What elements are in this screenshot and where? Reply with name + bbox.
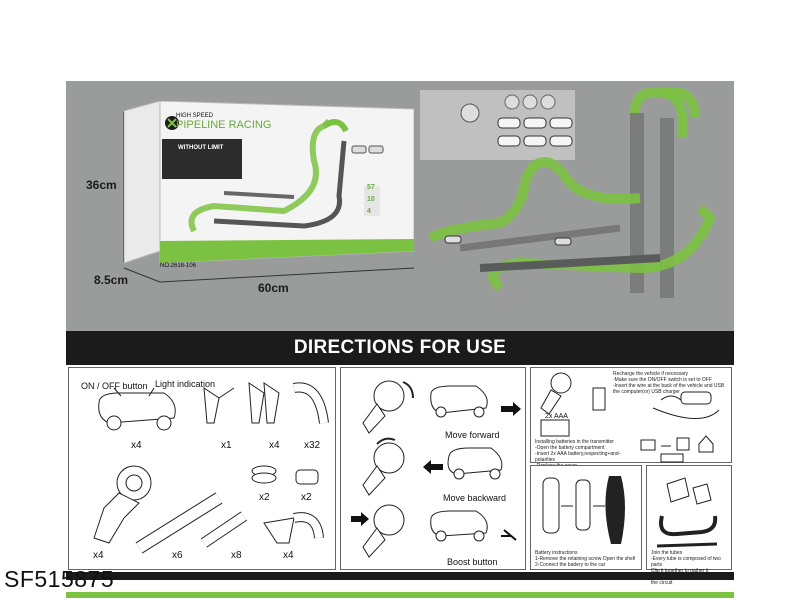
- parts-panel: ON / OFF button Light indication x4 x1 x…: [68, 367, 336, 570]
- box-count-57: 57: [367, 184, 375, 191]
- depth-dimension: 8.5cm: [94, 273, 129, 287]
- bottom-green-line: [66, 592, 734, 598]
- box-brand-main-2: RACING: [228, 119, 272, 131]
- long-tube-quantity: x6: [172, 550, 183, 561]
- move-backward-label: Move backward: [443, 493, 507, 503]
- remote-quantity: x4: [93, 550, 104, 561]
- recharge-text: Recharge the vehicle if necessary -Make …: [613, 371, 725, 395]
- box-model-number: NO.2618-106: [160, 263, 197, 269]
- clip-quantity: x1: [221, 440, 232, 451]
- car-quantity: x4: [131, 440, 142, 451]
- height-dimension: 36cm: [86, 178, 117, 192]
- cap-quantity: x2: [301, 492, 312, 503]
- product-code: SF515875: [4, 566, 115, 592]
- controls-illustration: [351, 380, 521, 558]
- box-count-4: 4: [367, 208, 371, 215]
- directions-header: DIRECTIONS FOR USE: [66, 331, 734, 365]
- connector-quantity: x4: [269, 440, 280, 451]
- battery-aaa-label: 2x AAA: [545, 413, 568, 420]
- funnel-quantity: x4: [283, 550, 294, 561]
- join-tubes-illustration: [656, 477, 718, 548]
- controls-panel: Move forward Move backward Boost button: [340, 367, 526, 570]
- move-forward-label: Move forward: [445, 430, 500, 440]
- light-indication-label: Light indication: [155, 379, 216, 389]
- box-brand-top: HIGH SPEED: [176, 113, 214, 119]
- battery-instructions-panel: Battery instructions 1-Remove the retain…: [530, 465, 642, 570]
- assembled-track-illustration: [420, 88, 716, 298]
- short-tube-quantity: x8: [231, 550, 242, 561]
- battery-illustration: [540, 372, 720, 463]
- bottom-black-bar: [66, 572, 734, 580]
- ring-quantity: x2: [259, 492, 270, 503]
- box-count-10: 10: [367, 196, 375, 203]
- on-off-button-label: ON / OFF button: [81, 381, 148, 391]
- product-box: [124, 101, 414, 264]
- battery-charging-panel: 2x AAA Installing batteries in the trans…: [530, 367, 732, 469]
- join-tubes-text: Join the tubes -Every tube is composed o…: [651, 550, 727, 586]
- car-battery-illustration: [542, 476, 625, 544]
- box-brand-main: PIPELINE RACING: [176, 119, 271, 131]
- boost-button-label: Boost button: [447, 557, 498, 567]
- width-dimension: 60cm: [258, 281, 289, 295]
- box-tagline: WITHOUT LIMIT: [178, 145, 224, 151]
- battery-instructions-text: Battery instructions 1-Remove the retain…: [535, 550, 636, 568]
- curve-tube-quantity: x32: [304, 440, 321, 451]
- parts-illustration: [93, 382, 329, 554]
- box-brand-main-1: PIPELINE: [176, 119, 226, 131]
- join-tubes-panel: Join the tubes -Every tube is composed o…: [646, 465, 732, 586]
- instruction-panels: ON / OFF button Light indication x4 x1 x…: [66, 365, 734, 586]
